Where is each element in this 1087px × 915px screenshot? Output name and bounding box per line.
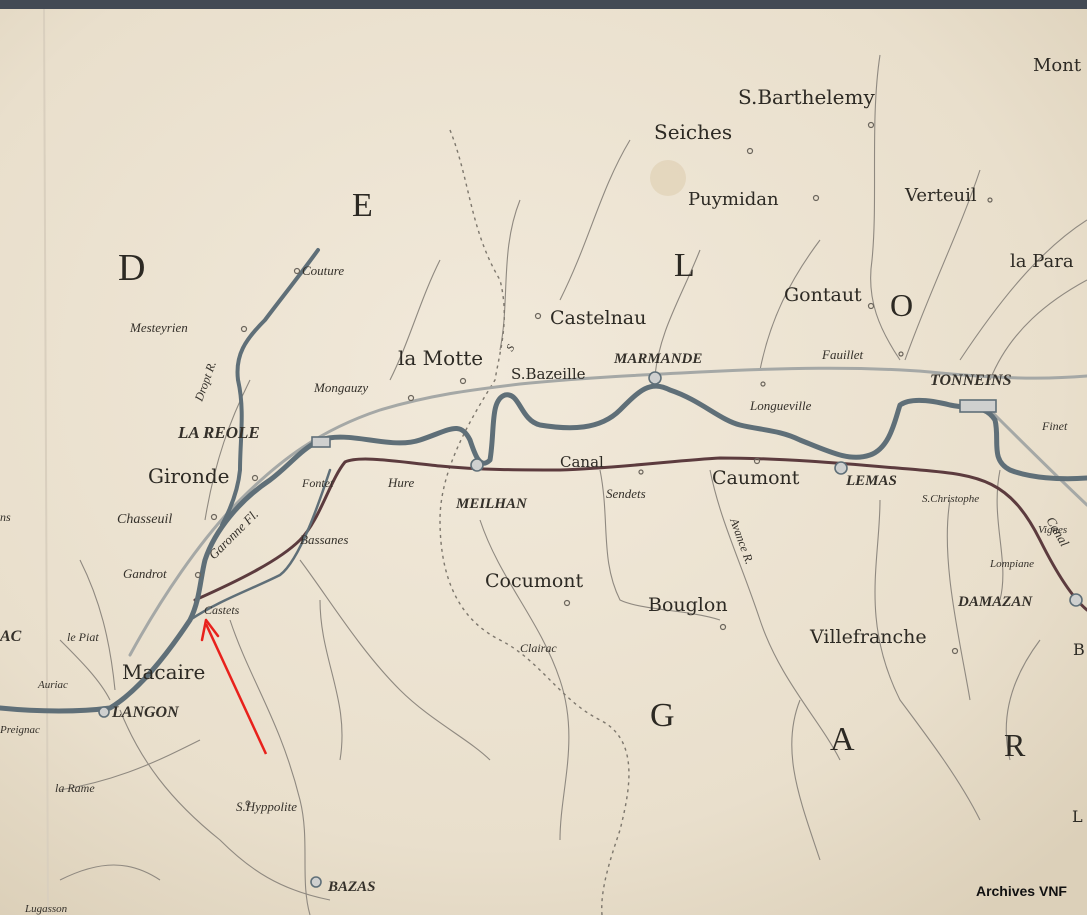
label-gironde: Gironde <box>148 464 230 488</box>
town-markers <box>98 121 1083 888</box>
department-boundary <box>439 129 630 915</box>
dropt-river <box>220 248 320 527</box>
region-letter-e: E <box>352 187 373 224</box>
label-castets: Castets <box>204 603 240 617</box>
region-letter-a: A <box>830 721 855 758</box>
label-l-edge: L <box>1072 807 1083 826</box>
paper-background <box>0 9 1087 915</box>
label-puymidan: Puymidan <box>688 189 779 210</box>
label-mont: Mont <box>1033 55 1082 76</box>
top-border <box>0 0 1087 9</box>
region-letter-o: O <box>890 287 913 323</box>
region-letter-d: D <box>118 247 145 289</box>
paper-stain <box>650 160 686 196</box>
roads <box>128 366 1087 657</box>
label-auriac: Auriac <box>37 679 68 691</box>
label-gontaut: Gontaut <box>784 284 862 306</box>
label-bazas: BAZAS <box>327 879 376 895</box>
label-macaire: Macaire <box>122 660 205 684</box>
label-villefranche: Villefranche <box>809 626 927 648</box>
label-s-bazeille: S.Bazeille <box>511 365 586 383</box>
label-bassanes: Bassanes <box>300 532 348 547</box>
paper-fold <box>43 8 49 915</box>
label-marmande: MARMANDE <box>613 351 702 367</box>
label-seiches: Seiches <box>654 120 732 144</box>
label-canal: Canal <box>560 453 604 471</box>
label-gandrot: Gandrot <box>123 566 167 581</box>
label-langon: LANGON <box>111 704 180 721</box>
label-longueville: Longueville <box>749 398 812 413</box>
label-fauillet: Fauillet <box>821 347 864 362</box>
label-hure: Hure <box>387 475 414 490</box>
label-la-reole: LA REOLE <box>177 423 260 442</box>
garonne-secondary <box>188 468 332 622</box>
label-bouglon: Bouglon <box>648 594 728 616</box>
label-b-edge: B <box>1073 640 1085 659</box>
label-damazan: DAMAZAN <box>957 594 1033 610</box>
region-letter-g: G <box>650 697 675 734</box>
label-la-rame: la Rame <box>55 781 95 795</box>
label-caumont: Caumont <box>712 467 800 489</box>
label-couture: Couture <box>302 263 344 278</box>
label-finet: Finet <box>1041 419 1068 433</box>
garonne-river <box>0 383 1087 714</box>
label-meilhan: MEILHAN <box>455 496 528 512</box>
label-ac: AC <box>0 628 22 645</box>
label-mesteyrien: Mesteyrien <box>129 320 188 335</box>
label-la-para: la Para <box>1010 251 1074 272</box>
label-vignes: Vignes <box>1038 524 1067 536</box>
annotation-arrow <box>200 618 268 755</box>
label-la-motte: la Motte <box>398 346 483 370</box>
canal-lateral <box>193 456 1087 612</box>
label-s-barthelemy: S.Barthelemy <box>738 85 875 109</box>
label-s-christophe: S.Christophe <box>922 493 979 505</box>
archive-credit: Archives VNF <box>975 883 1067 899</box>
label-clairac: Clairac <box>520 641 557 655</box>
label-sendets: Sendets <box>606 486 646 501</box>
label-left-edge-frag: ns <box>0 510 11 524</box>
label-castelnau: Castelnau <box>550 307 646 329</box>
label-chasseuil: Chasseuil <box>117 512 172 527</box>
label-le-piat: le Piat <box>67 630 99 644</box>
label-lompiane: Lompiane <box>989 558 1034 570</box>
label-tonneins: TONNEINS <box>930 372 1012 389</box>
region-letter-r: R <box>1004 727 1026 763</box>
label-mongauzy: Mongauzy <box>313 380 368 395</box>
label-fontet: Fontet <box>301 476 334 490</box>
streams <box>59 54 1087 915</box>
label-lugasson: Lugasson <box>24 903 68 915</box>
label-preignac: Preignac <box>0 724 40 736</box>
label-cocumont: Cocumont <box>485 570 584 592</box>
label-s-hyppolite: S.Hyppolite <box>236 799 297 814</box>
region-letter-l: L <box>674 247 695 284</box>
label-lemas: LEMAS <box>845 473 897 489</box>
label-s-n: S <box>504 342 517 353</box>
label-verteuil: Verteuil <box>904 185 977 206</box>
